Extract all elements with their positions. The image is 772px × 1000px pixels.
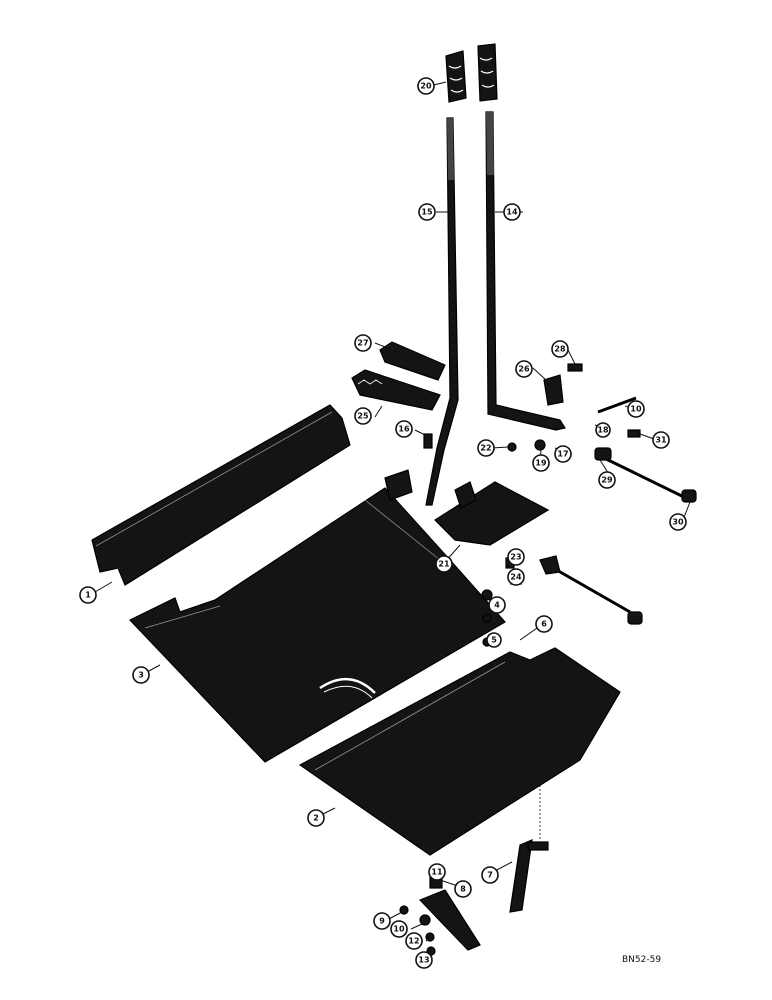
callout-30: 30 <box>669 513 687 531</box>
svg-text:2: 2 <box>313 814 319 823</box>
clevis-rod-lower <box>539 555 643 625</box>
callout-24: 24 <box>507 568 525 586</box>
clevis-rod-30 <box>594 447 697 503</box>
svg-text:5: 5 <box>491 636 497 645</box>
svg-text:23: 23 <box>510 553 521 562</box>
steering-lever-left <box>425 117 459 506</box>
svg-text:25: 25 <box>357 412 369 421</box>
callout-5: 5 <box>486 632 502 648</box>
svg-text:8: 8 <box>460 885 466 894</box>
svg-text:31: 31 <box>655 436 667 445</box>
svg-text:11: 11 <box>431 868 443 877</box>
svg-text:10: 10 <box>393 925 405 934</box>
bracket-assembly-8 <box>399 875 481 956</box>
svg-text:7: 7 <box>487 871 493 880</box>
callout-31: 31 <box>652 431 670 449</box>
serrated-block-front <box>351 369 441 411</box>
callout-3: 3 <box>132 666 150 684</box>
callout-14: 14 <box>503 203 521 221</box>
callout-10-upper: 10 <box>627 400 645 418</box>
svg-text:21: 21 <box>438 560 450 569</box>
svg-text:16: 16 <box>398 425 410 434</box>
svg-text:12: 12 <box>408 937 419 946</box>
bracket-part-27 <box>543 363 583 406</box>
bolt-18 <box>597 396 637 414</box>
svg-text:4: 4 <box>494 601 500 610</box>
callout-7: 7 <box>481 866 499 884</box>
callout-10-lower: 10 <box>390 920 408 938</box>
callout-27: 27 <box>354 334 372 352</box>
pedal-plate <box>434 481 550 546</box>
callout-23: 23 <box>507 548 525 566</box>
callout-4: 4 <box>488 596 506 614</box>
callout-20: 20 <box>417 77 435 95</box>
svg-text:14: 14 <box>506 208 518 217</box>
callout-8: 8 <box>454 880 472 898</box>
angle-plate <box>91 404 351 586</box>
svg-text:6: 6 <box>541 620 547 629</box>
callout-16: 16 <box>395 420 413 438</box>
lever-grip-left <box>445 50 467 103</box>
svg-text:28: 28 <box>554 345 566 354</box>
callout-21: 21 <box>435 555 453 573</box>
callout-1: 1 <box>79 586 97 604</box>
svg-text:1: 1 <box>85 591 91 600</box>
callout-18: 18 <box>595 422 611 438</box>
drawing-code: BN52-59 <box>622 955 661 965</box>
floor-plate-main <box>129 487 506 763</box>
callout-15: 15 <box>418 203 436 221</box>
svg-text:13: 13 <box>418 956 429 965</box>
callout-28: 28 <box>551 340 569 358</box>
serrated-block-back <box>379 341 446 381</box>
callout-11: 11 <box>428 863 446 881</box>
bracket-part-16 <box>384 433 433 501</box>
svg-text:18: 18 <box>597 426 609 435</box>
svg-text:27: 27 <box>357 339 368 348</box>
svg-text:10: 10 <box>630 405 642 414</box>
svg-text:29: 29 <box>601 476 613 485</box>
svg-text:30: 30 <box>672 518 684 527</box>
lever-grip-right <box>477 43 498 102</box>
svg-text:24: 24 <box>510 573 522 582</box>
callout-17: 17 <box>554 445 572 463</box>
support-bracket-7 <box>509 785 549 913</box>
callout-32: 32 <box>651 436 662 445</box>
callout-22: 22 <box>477 439 495 457</box>
callout-6: 6 <box>535 615 553 633</box>
svg-text:22: 22 <box>480 444 491 453</box>
callout-12: 12 <box>405 932 423 950</box>
svg-text:26: 26 <box>518 365 530 374</box>
steering-lever-right <box>485 111 566 431</box>
svg-text:19: 19 <box>535 459 547 468</box>
callout-19: 19 <box>532 454 550 472</box>
svg-text:9: 9 <box>379 917 385 926</box>
svg-text:3: 3 <box>138 671 144 680</box>
svg-text:20: 20 <box>420 82 432 91</box>
callout-9: 9 <box>373 912 391 930</box>
callout-13: 13 <box>415 951 433 969</box>
floor-plate-lower <box>298 647 621 856</box>
svg-text:17: 17 <box>557 450 568 459</box>
callout-25: 25 <box>354 407 372 425</box>
svg-text:15: 15 <box>421 208 433 217</box>
callout-2: 2 <box>307 809 325 827</box>
callout-29: 29 <box>598 471 616 489</box>
callout-26: 26 <box>515 360 533 378</box>
